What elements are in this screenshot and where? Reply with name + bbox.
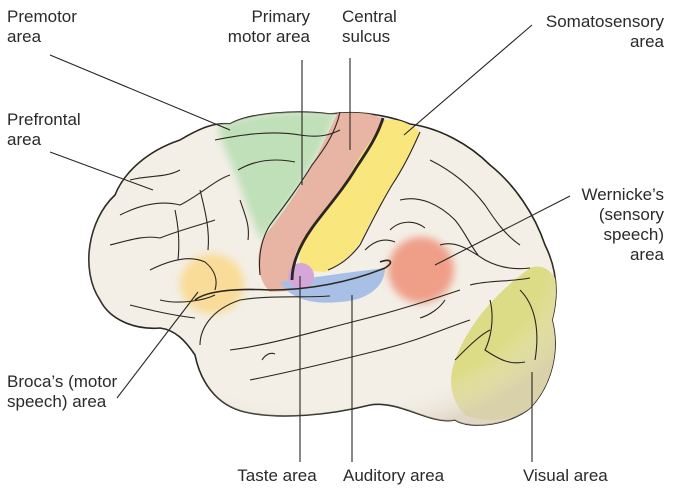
- brain-shading: [88, 112, 556, 426]
- label-line: speech) area: [7, 392, 107, 411]
- label-line: area: [629, 245, 664, 264]
- label-line: Prefrontal: [7, 110, 81, 129]
- label-visual-area: Visual area: [523, 466, 608, 486]
- label-premotor-area: Premotor area: [7, 7, 77, 47]
- label-primary-motor-area: Primary motor area: [218, 7, 310, 47]
- label-line: Auditory area: [343, 466, 445, 485]
- label-line: sulcus: [342, 27, 391, 46]
- leader-prefrontal: [49, 151, 154, 191]
- label-somatosensory-area: Somatosensory area: [530, 12, 664, 52]
- label-line: (sensory: [598, 205, 664, 224]
- label-line: Primary: [251, 7, 310, 26]
- label-line: speech): [603, 225, 664, 244]
- label-line: motor area: [227, 27, 310, 46]
- label-line: Broca’s (motor: [7, 372, 118, 391]
- gyri-lines: [109, 111, 538, 381]
- label-line: area: [629, 32, 664, 51]
- label-line: Somatosensory: [545, 12, 664, 31]
- label-taste-area: Taste area: [222, 466, 332, 486]
- leader-wernicke: [434, 195, 571, 266]
- label-central-sulcus: Central sulcus: [342, 7, 397, 47]
- leader-lines: [49, 24, 571, 462]
- label-line: Taste area: [237, 466, 317, 485]
- label-prefrontal-area: Prefrontal area: [7, 110, 81, 150]
- label-broca-area: Broca’s (motor speech) area: [7, 372, 117, 412]
- label-line: area: [7, 27, 42, 46]
- label-line: Wernicke’s: [581, 185, 664, 204]
- label-line: Visual area: [523, 466, 608, 485]
- label-wernicke-area: Wernicke’s (sensory speech) area: [560, 185, 664, 265]
- label-line: area: [7, 130, 42, 149]
- label-auditory-area: Auditory area: [343, 466, 444, 486]
- label-line: Central: [342, 7, 397, 26]
- leader-broca: [116, 291, 199, 399]
- label-line: Premotor: [7, 7, 77, 26]
- leader-somatosensory: [403, 24, 533, 136]
- leader-premotor: [49, 54, 231, 131]
